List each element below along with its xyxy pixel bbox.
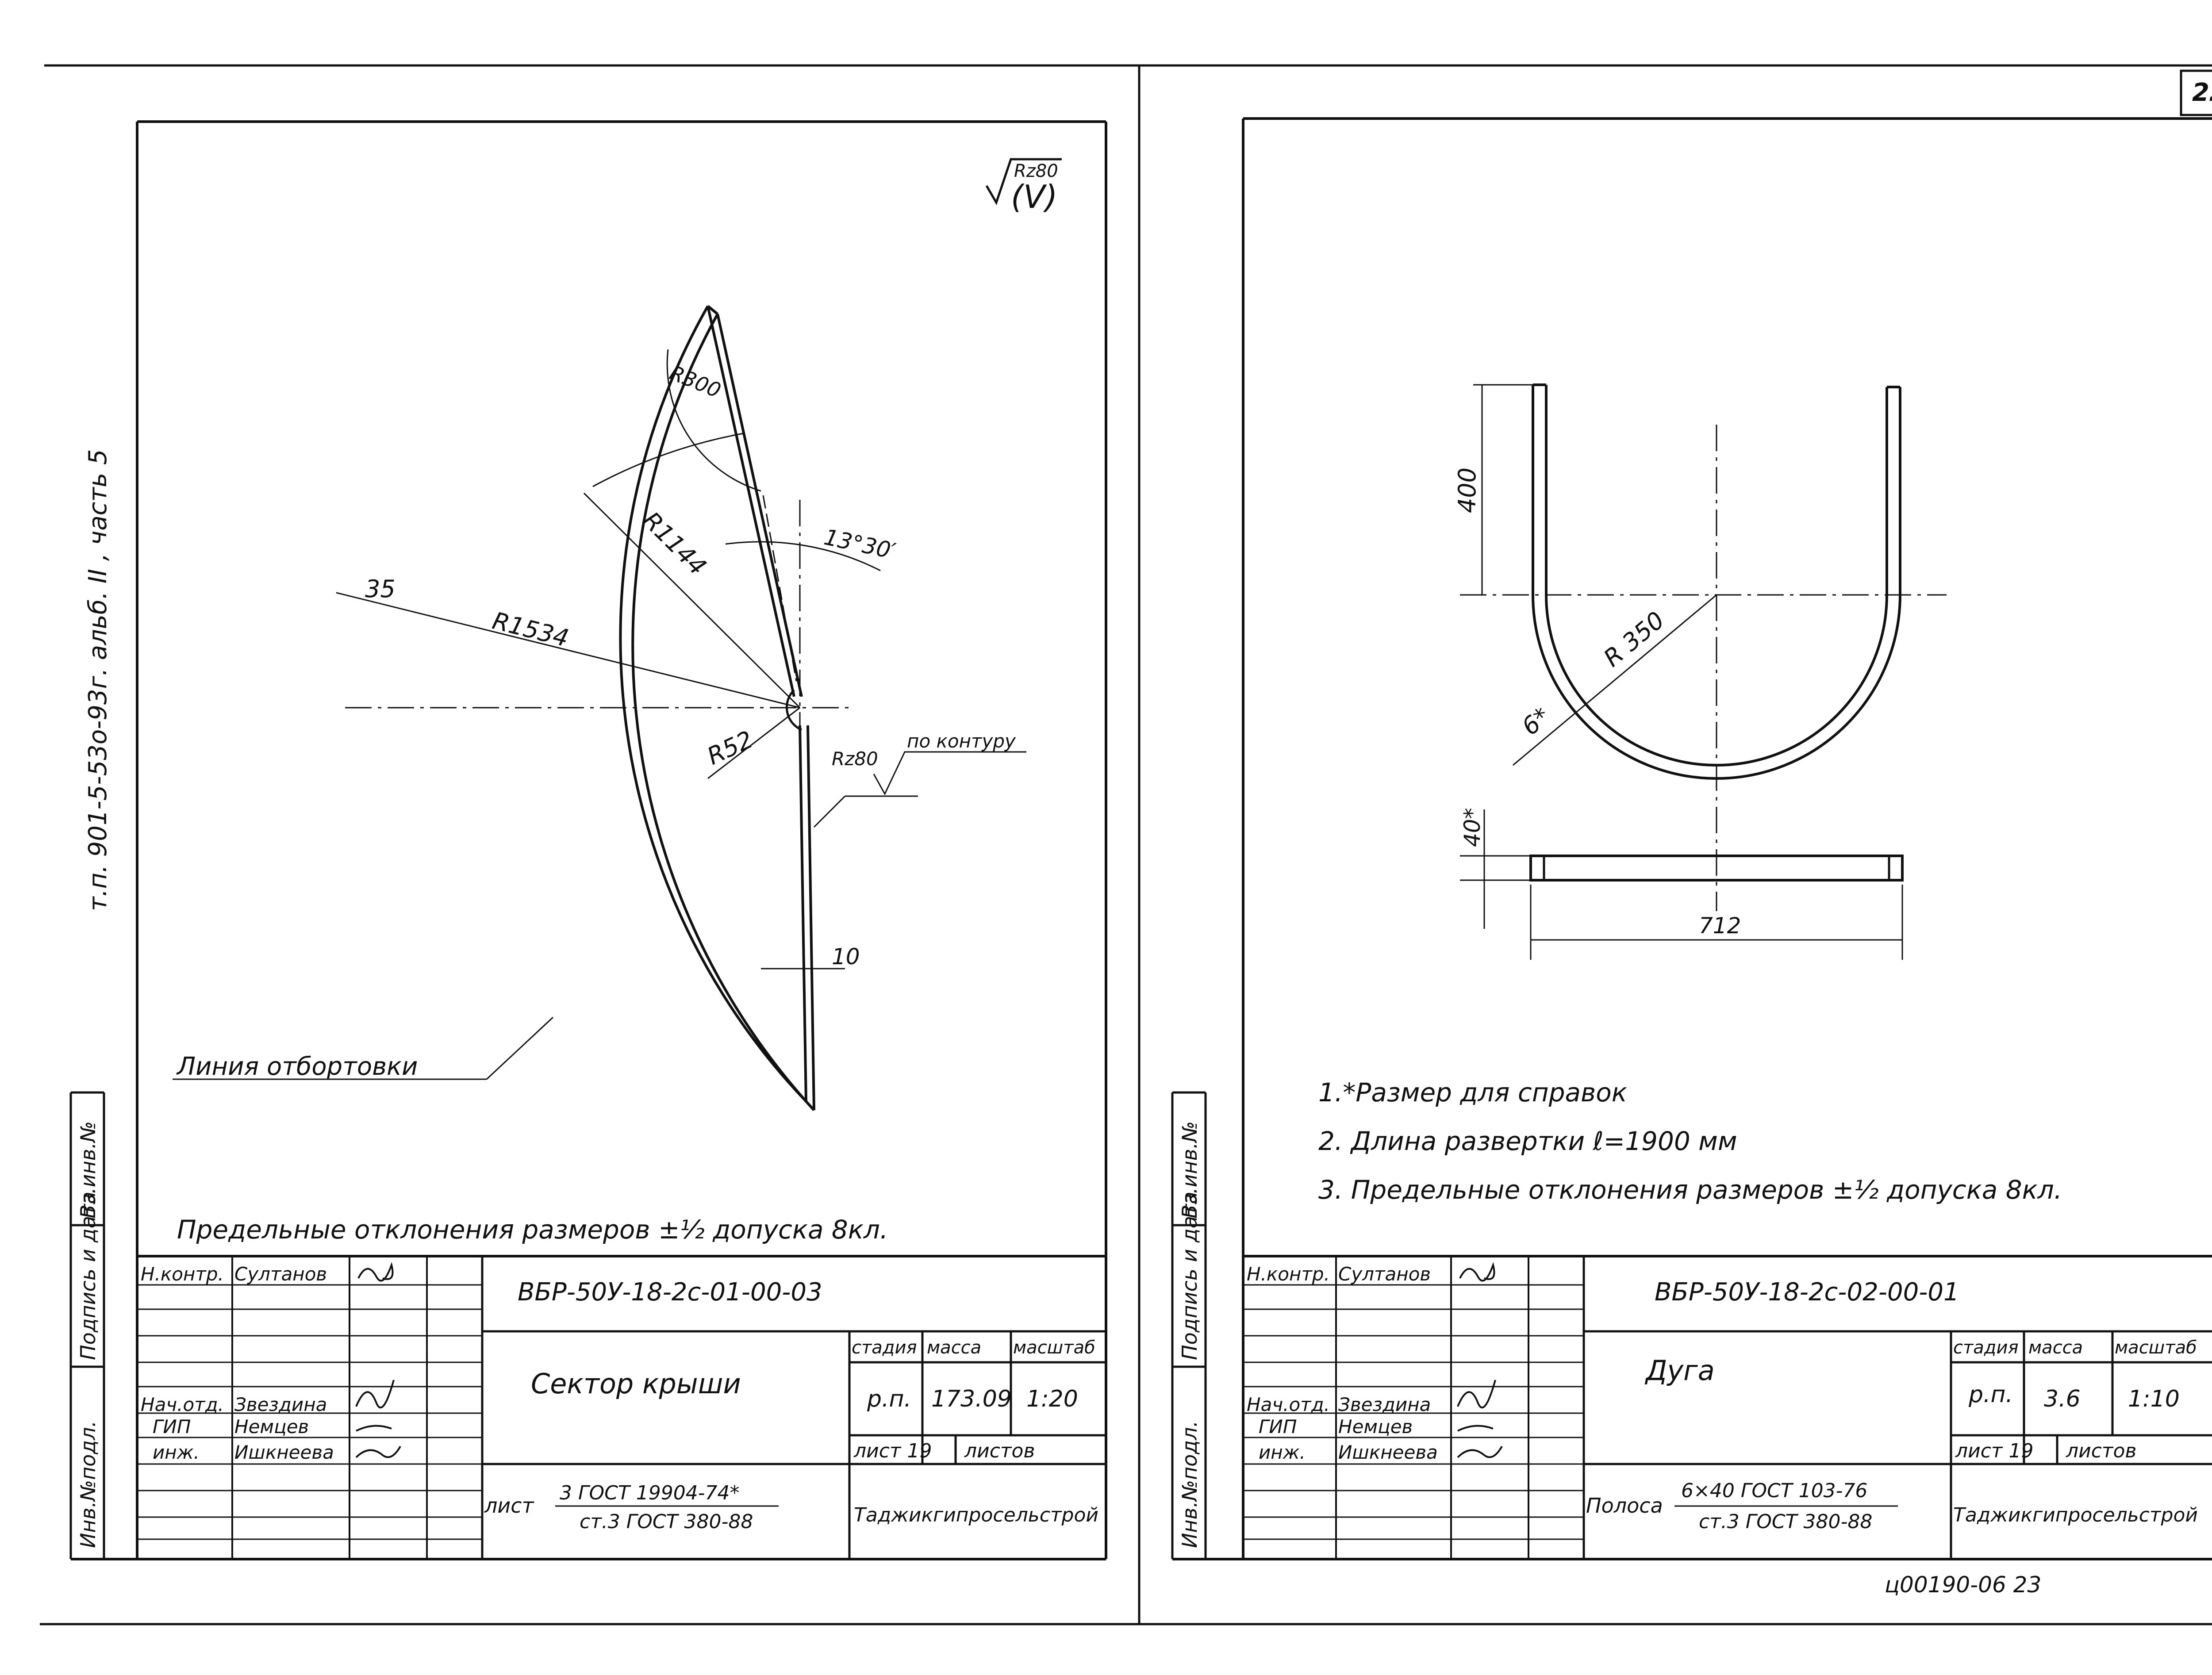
person-role: Нач.отд. [141, 1394, 224, 1415]
dim-712: 712 [1699, 913, 1741, 939]
page-number: 22 [2192, 78, 2212, 107]
svg-text:(V): (V) [1011, 178, 1057, 215]
side-stamp-left: Вз.инв.№ Подпись и дата Инв.№подл. т.п. … [69, 449, 112, 1559]
part-name: Сектор крыши [531, 1368, 741, 1400]
person-name: Ишкнеева [1338, 1441, 1438, 1463]
roof-sector-drawing: R1534 35 R1144 R300 13°30′ R52 Rz80 по к… [173, 305, 1026, 1112]
dim-r1534: R1534 [490, 606, 572, 652]
roughness-mark: Rz80 (V) [985, 158, 1062, 215]
signature [355, 1380, 401, 1458]
person-name: Звездина [1338, 1394, 1431, 1415]
left-title-block: Н.контр. Султанов Нач.отд. Звездина ГИП … [137, 1255, 1106, 1559]
person-name: Немцев [234, 1416, 309, 1437]
side-vz-inv: Вз.инв.№ [1178, 1121, 1202, 1219]
side-inv-podl: Инв.№подл. [76, 1421, 100, 1548]
person-role: инж. [1259, 1441, 1306, 1463]
hdr-stage: стадия [852, 1338, 917, 1358]
side-vz-inv: Вз.инв.№ [76, 1121, 100, 1219]
hdr-mass: масса [927, 1338, 981, 1358]
material-bottom: ст.3 ГОСТ 380-88 [1699, 1510, 1872, 1533]
person-role: Н.контр. [141, 1263, 224, 1285]
hdr-stage: стадия [1953, 1338, 2019, 1358]
scale-value: 1:10 [2128, 1386, 2180, 1412]
person-name: Немцев [1338, 1416, 1413, 1437]
dim-r52: R52 [703, 725, 757, 770]
left-tolerance-note: Предельные отклонения размеров ±½ допуск… [177, 1215, 888, 1245]
person-role: Н.контр. [1247, 1263, 1330, 1285]
sheets-label: листов [964, 1440, 1035, 1462]
contour-note: по контуру [907, 730, 1016, 752]
designation: ВБР-50У-18-2с-01-00-03 [518, 1278, 822, 1307]
hdr-scale: масштаб [2115, 1338, 2197, 1358]
material-top: 6×40 ГОСТ 103-76 [1681, 1480, 1867, 1502]
stage-value: р.п. [1968, 1381, 2013, 1408]
person-role: инж. [153, 1441, 200, 1463]
material-prefix: лист [484, 1494, 534, 1518]
organization: Таджикгипросельстрой [854, 1504, 1098, 1526]
signature [1459, 1262, 1495, 1282]
dim-r350: R 350 [1598, 606, 1670, 672]
hdr-scale: масштаб [1013, 1338, 1095, 1358]
right-title-block: Н.контр. Султанов Нач.отд. Звездина ГИП … [1243, 1255, 2212, 1559]
person-name: Звездина [234, 1394, 327, 1415]
side-stamp-right: Вз.инв.№ Подпись и дата Инв.№подл. [1171, 1091, 1207, 1559]
sheets-label: листов [2066, 1440, 2136, 1462]
dim-r1144: R1144 [637, 506, 712, 581]
side-inv-podl: Инв.№подл. [1178, 1421, 1202, 1548]
stage-value: р.п. [867, 1386, 911, 1412]
person-role: Нач.отд. [1247, 1394, 1330, 1415]
side-podpis: Подпись и дата [1178, 1192, 1202, 1360]
designation: ВБР-50У-18-2с-02-00-01 [1655, 1278, 1959, 1307]
side-podpis: Подпись и дата [76, 1192, 100, 1360]
material-top: 3 ГОСТ 19904-74* [560, 1482, 740, 1504]
svg-text:Rz80: Rz80 [1014, 161, 1058, 181]
dim-rz80-contour: Rz80 [832, 748, 878, 770]
fold-line-label: Линия отбортовки [176, 1052, 418, 1081]
material-bottom: ст.3 ГОСТ 380-88 [580, 1510, 753, 1533]
page-number-box [2180, 69, 2212, 116]
part-name: Дуга [1644, 1354, 1715, 1387]
dim-angle: 13°30′ [822, 524, 899, 564]
right-sheet: 22 Вз.инв.№ Подпись и дата Инв.№подл. 40… [1171, 69, 2212, 1598]
sheet-label: лист 19 [1955, 1440, 2034, 1462]
dim-400: 400 [1453, 468, 1481, 513]
left-sheet: Вз.инв.№ Подпись и дата Инв.№подл. т.п. … [69, 120, 1107, 1560]
signature [357, 1262, 394, 1282]
person-role: ГИП [1259, 1416, 1297, 1437]
arc-u-drawing: 400 R 350 6* 40* 712 [1453, 383, 1947, 960]
note-1: 1.*Размер для справок [1318, 1077, 1627, 1108]
person-name: Султанов [1338, 1263, 1431, 1285]
note-3: 3. Предельные отклонения размеров ±½ доп… [1318, 1175, 2062, 1205]
side-project-label: т.п. 901-5-53о-93г. альб. II , часть 5 [84, 449, 112, 911]
material-prefix: Полоса [1586, 1494, 1663, 1518]
note-2: 2. Длина развертки ℓ=1900 мм [1318, 1126, 1737, 1156]
hdr-mass: масса [2028, 1338, 2083, 1358]
mass-value: 173.09 [931, 1386, 1012, 1412]
sheet-label: лист 19 [853, 1440, 932, 1462]
mass-value: 3.6 [2044, 1386, 2081, 1412]
dim-35: 35 [365, 575, 396, 603]
scale-value: 1:20 [1026, 1386, 1078, 1412]
person-name: Ишкнеева [234, 1441, 334, 1463]
person-name: Султанов [234, 1263, 327, 1285]
dim-r300: R300 [666, 360, 724, 402]
person-role: ГИП [153, 1416, 191, 1437]
bottom-code: ц00190-06 23 [1885, 1572, 2041, 1598]
dim-10: 10 [832, 944, 860, 970]
signature [1457, 1380, 1503, 1458]
organization: Таджикгипросельстрой [1953, 1504, 2198, 1526]
dim-40: 40* [1459, 808, 1485, 847]
